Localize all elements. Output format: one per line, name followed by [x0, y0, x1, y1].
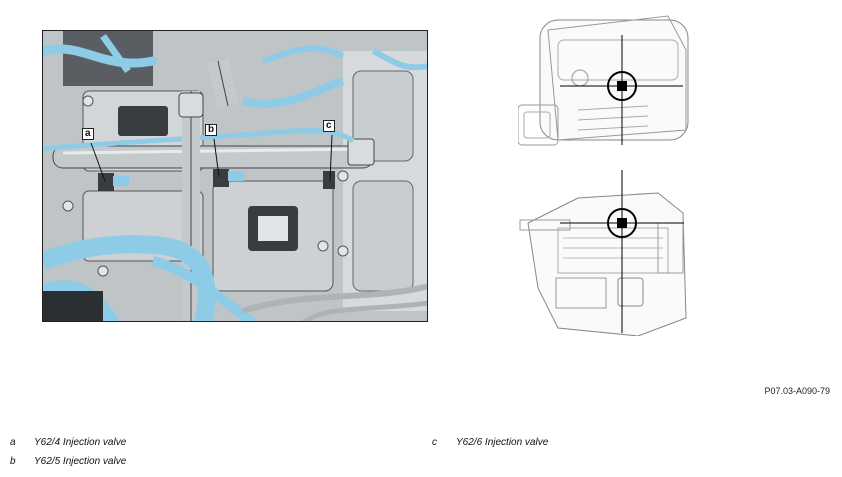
legend-item-b: b Y62/5 Injection valve [10, 456, 126, 467]
engine-side-view-drawing [519, 170, 687, 337]
legend-key: a [10, 437, 16, 448]
engine-drawing [43, 31, 427, 321]
locator-top-view [517, 10, 690, 153]
engine-illustration: a b c [42, 30, 428, 322]
callout-label-b: b [205, 124, 218, 136]
legend-item-a: a Y62/4 Injection valve [10, 437, 126, 448]
legend-item-c: c Y62/6 Injection valve [432, 437, 548, 448]
legend-text: Y62/5 Injection valve [34, 456, 127, 467]
engine-top-view-drawing [517, 15, 689, 146]
callout-label-a: a [82, 128, 94, 140]
legend-key: b [10, 456, 16, 467]
legend-text: Y62/6 Injection valve [456, 437, 549, 448]
callout-label-c: c [323, 120, 335, 132]
figure-reference-code: P07.03-A090-79 [764, 386, 830, 396]
legend-text: Y62/4 Injection valve [34, 437, 127, 448]
legend-key: c [432, 437, 437, 448]
locator-side-view [518, 168, 690, 337]
